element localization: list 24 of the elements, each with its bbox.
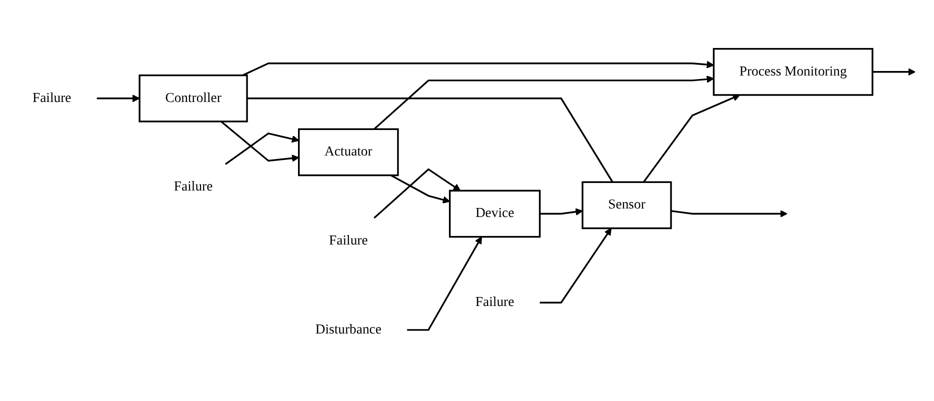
arrow	[242, 60, 714, 76]
arrow	[407, 236, 482, 330]
arrow	[670, 210, 788, 218]
arrow	[374, 75, 714, 130]
node-text: Failure	[329, 232, 368, 248]
node-text: Failure	[32, 90, 72, 105]
node-box: Process Monitoring	[712, 48, 874, 96]
arrow	[872, 68, 916, 76]
arrow	[540, 228, 612, 304]
node-text: Disturbance	[315, 322, 382, 336]
node-box: Controller	[138, 74, 248, 122]
arrow	[540, 208, 583, 216]
node-box: Actuator	[298, 128, 399, 176]
connector	[247, 97, 614, 182]
arrow	[96, 94, 140, 102]
node-box: Device	[448, 189, 541, 238]
node-text: Failure	[475, 294, 514, 310]
arrow	[642, 94, 740, 182]
arrow	[390, 174, 450, 203]
arrow	[224, 132, 300, 164]
arrow	[374, 168, 461, 218]
node-text: Failure	[174, 179, 213, 194]
node-box: Sensor	[582, 180, 672, 229]
arrow	[220, 120, 300, 162]
